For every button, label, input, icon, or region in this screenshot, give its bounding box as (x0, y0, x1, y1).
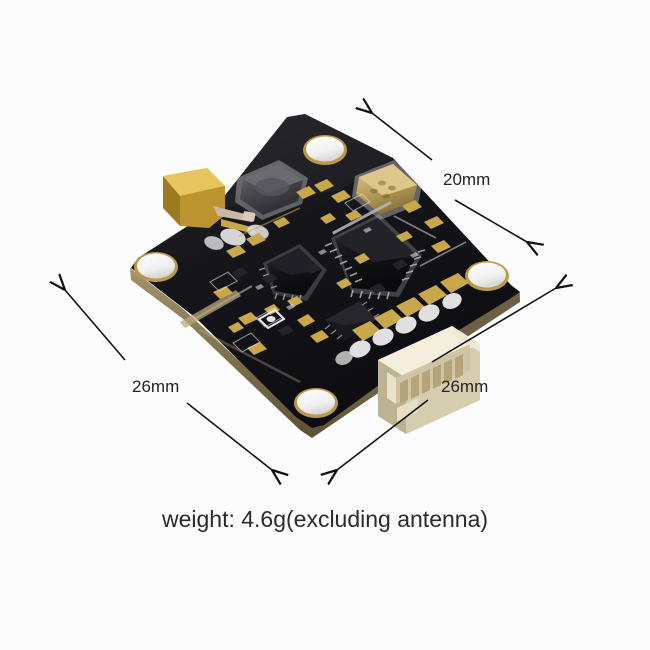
edge-pad-strip (180, 290, 241, 328)
dim-line-26mm-left-b (186, 402, 272, 470)
dimension-lines (65, 113, 556, 470)
ufl-ipex-antenna-connector (163, 168, 269, 250)
dimension-label-20mm: 20mm (443, 170, 491, 189)
dimension-label-26mm-left: 26mm (132, 377, 180, 396)
secondary-ic (258, 244, 327, 302)
crystal-oscillator (352, 160, 422, 220)
dimension-label-26mm-right: 26mm (441, 377, 489, 396)
shielded-inductor (235, 160, 308, 220)
mounting-hole-right (465, 261, 509, 291)
solder-pad-row (335, 273, 469, 365)
dim-line-26mm-left-a (65, 290, 126, 361)
mounting-hole-left (134, 252, 178, 282)
dim-line-26mm-right-a (431, 288, 556, 363)
mounting-hole-top (303, 135, 347, 165)
jst-sh-connector (378, 326, 480, 434)
mounting-hole-bottom (294, 388, 338, 418)
smd-passives (209, 179, 451, 355)
soic-chip (324, 301, 380, 341)
dim-line-26mm-right-b (337, 399, 429, 470)
weight-caption: weight: 4.6g(excluding antenna) (161, 506, 489, 532)
dim-line-20mm-b (454, 199, 527, 242)
silkscreen-marker (257, 308, 286, 330)
pcb-board (130, 114, 520, 438)
dim-line-20mm-a (372, 113, 433, 161)
